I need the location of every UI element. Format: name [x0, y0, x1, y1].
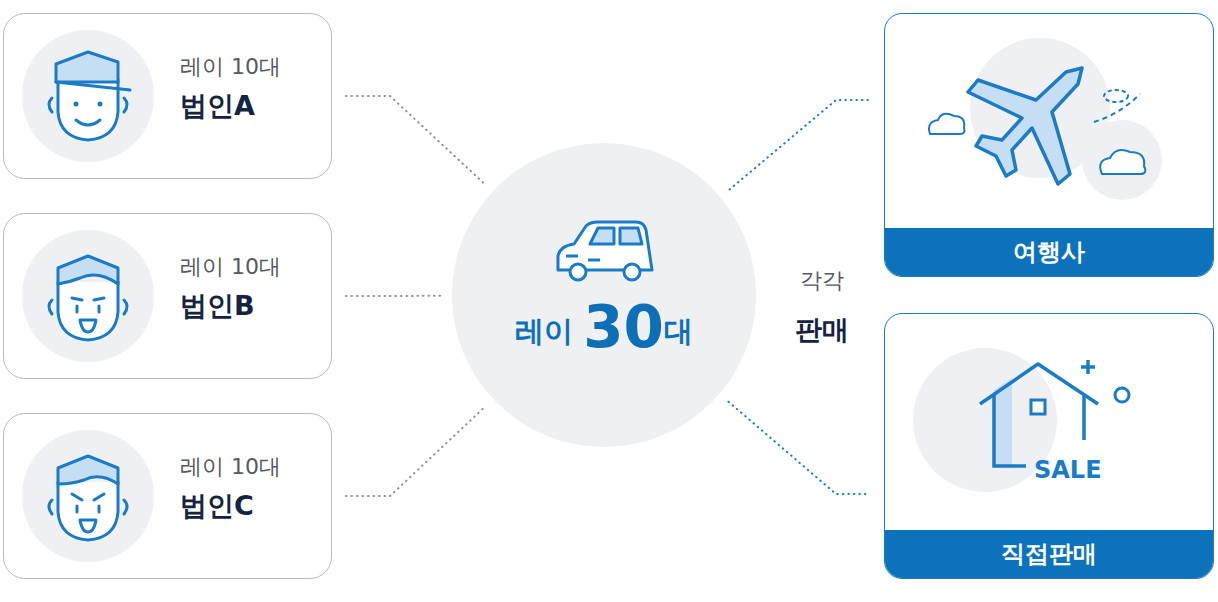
sales-note: 판매: [795, 312, 849, 348]
count-text: 레이 10대: [180, 452, 281, 482]
avatar-ground: [22, 30, 154, 562]
company-name: 법인C: [180, 488, 281, 524]
car-icon: [558, 222, 652, 280]
sales-note: 각각: [800, 266, 844, 296]
total-text: 레이 30대: [452, 293, 756, 361]
face-icon: [49, 456, 127, 540]
channel-box: 직접판매: [884, 313, 1214, 579]
total-circle: 레이 30대: [452, 143, 756, 447]
plane-icon: [929, 38, 1162, 200]
text-group: 레이 10대법인C: [180, 452, 281, 524]
company-name: 법인B: [180, 288, 281, 324]
company-name: 법인A: [180, 88, 281, 124]
count-text: 레이 10대: [180, 252, 281, 282]
text-group: 레이 10대법인A: [180, 52, 281, 124]
dotted-connector: [346, 295, 442, 297]
channel-name: 직접판매: [885, 530, 1213, 578]
dotted-connector: [346, 96, 485, 185]
face-icon: [49, 52, 130, 140]
text-group: 레이 10대법인B: [180, 252, 281, 324]
channel-name: 여행사: [885, 228, 1213, 276]
company-box: 레이 10대법인B: [3, 213, 332, 379]
svg-text:SALE: SALE: [1034, 456, 1102, 484]
channel-box: 여행사: [884, 13, 1214, 277]
house-icon: SALE: [913, 348, 1129, 492]
company-box: 레이 10대법인A: [3, 13, 332, 179]
dotted-connector: [728, 402, 868, 494]
count-text: 레이 10대: [180, 52, 281, 82]
company-box: 레이 10대법인C: [3, 413, 332, 579]
dotted-connector: [730, 100, 868, 189]
dotted-connector: [346, 406, 486, 496]
face-icon: [49, 256, 127, 340]
